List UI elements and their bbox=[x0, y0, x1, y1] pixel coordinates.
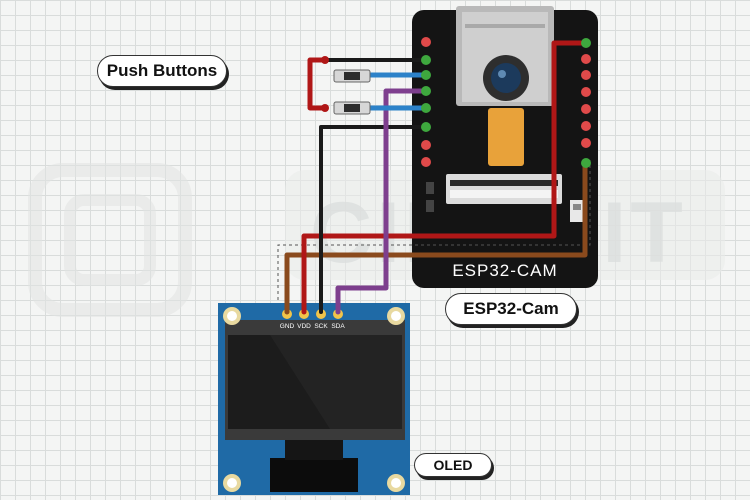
wire-btn-red-bridge bbox=[307, 57, 325, 111]
esp32-cam-board: ESP32-CAM bbox=[412, 6, 598, 288]
oled-pin-label-sda: SDA bbox=[331, 323, 345, 330]
oled-pin-label-gnd: GND bbox=[280, 323, 295, 330]
wire-sck-black bbox=[319, 125, 427, 314]
esp32-cam-label: ESP32-Cam bbox=[445, 293, 577, 325]
wire-sda-purple bbox=[335, 88, 428, 315]
oled-pin-label-sck: SCK bbox=[314, 323, 328, 330]
esp32-right-pins bbox=[581, 38, 591, 168]
push-button-2 bbox=[321, 101, 371, 115]
wire-gnd-brown bbox=[284, 163, 588, 315]
wires bbox=[284, 40, 589, 315]
esp32-board-title: ESP32-CAM bbox=[452, 261, 557, 280]
oled-ribbon bbox=[270, 458, 358, 492]
oled-label: OLED bbox=[414, 453, 492, 477]
oled-module: GND VDD SCK SDA bbox=[218, 303, 410, 495]
camera-flex-cable bbox=[488, 108, 524, 166]
push-button-1 bbox=[321, 56, 371, 83]
oled-pin-label-vdd: VDD bbox=[297, 323, 311, 330]
sd-connector bbox=[446, 174, 562, 204]
push-buttons-label: Push Buttons bbox=[97, 55, 227, 87]
esp32-left-pins bbox=[421, 37, 431, 167]
camera-module bbox=[456, 6, 554, 106]
wire-vdd-red bbox=[301, 40, 589, 315]
